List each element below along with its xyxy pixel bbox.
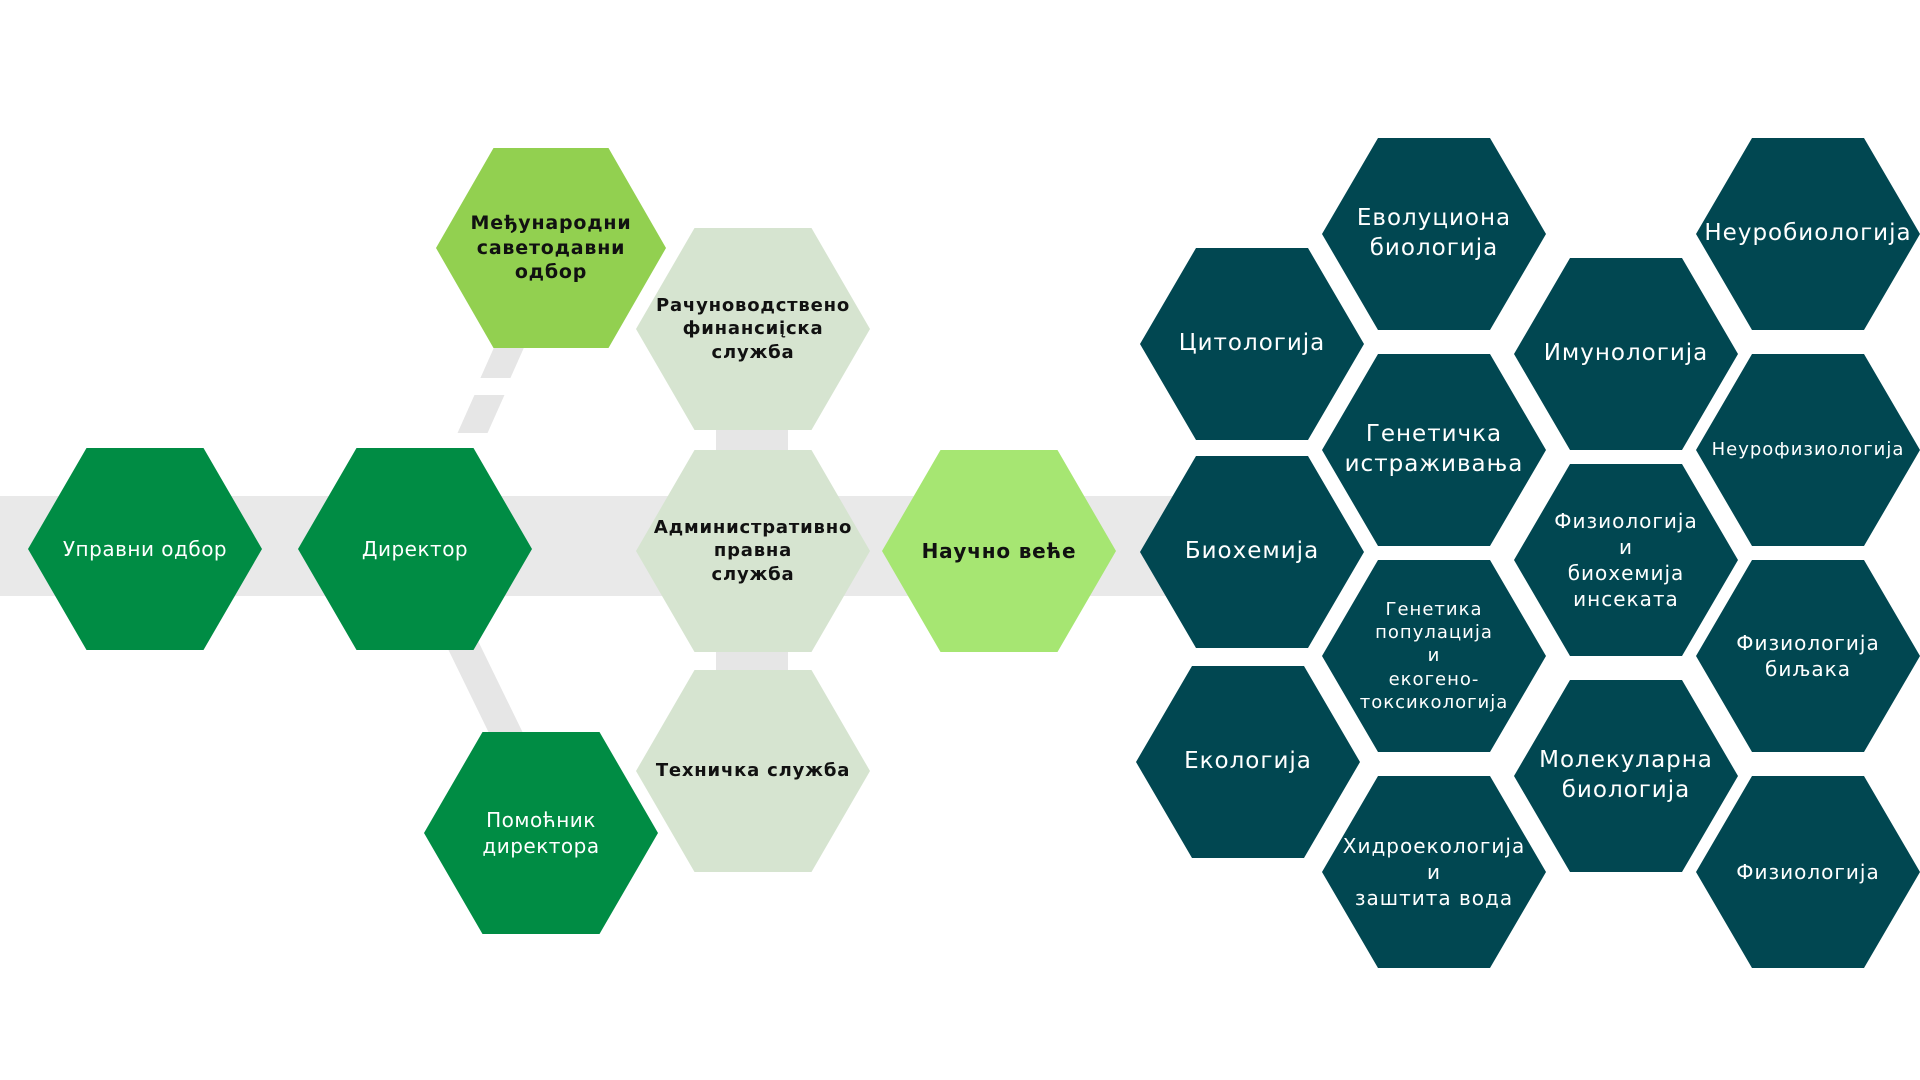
node-direktor[interactable]: Директор [298,448,532,650]
dept-fiziologija-biljaka-label: Физиологија биљака [1736,631,1880,681]
node-direktor-label: Директор [361,537,469,561]
connector-to-assistant [443,640,527,740]
dept-genetika-populacija[interactable]: Генетика популација и екогено- токсиколо… [1322,560,1546,752]
dept-hidroekologija-label: Хидроекологија и заштита вода [1342,834,1526,910]
node-administrativna-sluzba[interactable]: Административно правна служба [636,450,870,652]
dept-imunologija-label: Имунологија [1543,340,1709,367]
dept-fiziologija-biljaka[interactable]: Физиологија биљака [1696,560,1920,752]
node-naucno-vece[interactable]: Научно веће [882,450,1116,652]
dept-fiziologija-insekata[interactable]: Физиологија и биохемија инсеката [1514,464,1738,656]
dept-fiziologija-label: Физиологија [1736,860,1880,884]
node-pomocnik-direktora-label: Помоћник директора [482,808,600,858]
dept-citologija-label: Цитологија [1178,330,1326,357]
dept-ekologija-label: Екологија [1184,748,1312,775]
dept-geneticka-istrazivanja-label: Генетичка истраживања [1344,421,1524,477]
dept-neurofiziologija[interactable]: Неурофизиологија [1696,354,1920,546]
node-racunovodstvena-sluzba-label: Рачуноводствено финансиįска служба [655,294,851,363]
dept-neurofiziologija-label: Неурофизиологија [1711,439,1905,461]
dept-hidroekologija[interactable]: Хидроекологија и заштита вода [1322,776,1546,968]
node-racunovodstvena-sluzba[interactable]: Рачуноводствено финансиįска служба [636,228,870,430]
dept-molekularna-biologija-label: Молекуларна биологија [1539,747,1713,803]
dept-imunologija[interactable]: Имунологија [1514,258,1738,450]
dept-citologija[interactable]: Цитологија [1140,248,1364,440]
node-pomocnik-direktora[interactable]: Помоћник директора [424,732,658,934]
connector-to-council-2 [457,395,505,433]
node-tehnicka-sluzba-label: Техничка служба [655,760,851,782]
dept-neurobiologija-label: Неуробиологија [1704,220,1912,247]
node-medjunarodni-savet-label: Међународни саветодавни одбор [470,211,632,284]
connector-to-council-1 [480,344,526,378]
dept-neurobiologija[interactable]: Неуробиологија [1696,138,1920,330]
node-administrativna-sluzba-label: Административно правна служба [653,516,853,585]
node-naucno-vece-label: Научно веће [921,539,1077,563]
node-upravni-odbor[interactable]: Управни одбор [28,448,262,650]
node-medjunarodni-savet[interactable]: Међународни саветодавни одбор [436,148,666,348]
dept-evoluciona-biologija-label: Еволуциона биологија [1356,205,1512,261]
dept-evoluciona-biologija[interactable]: Еволуциона биологија [1322,138,1546,330]
dept-fiziologija-insekata-label: Физиологија и биохемија инсеката [1554,509,1698,611]
node-tehnicka-sluzba[interactable]: Техничка служба [636,670,870,872]
dept-geneticka-istrazivanja[interactable]: Генетичка истраживања [1322,354,1546,546]
dept-fiziologija[interactable]: Физиологија [1696,776,1920,968]
dept-biohemija-label: Биохемија [1184,538,1320,565]
dept-ekologija[interactable]: Екологија [1136,666,1360,858]
dept-molekularna-biologija[interactable]: Молекуларна биологија [1514,680,1738,872]
dept-biohemija[interactable]: Биохемија [1140,456,1364,648]
dept-genetika-populacija-label: Генетика популација и екогено- токсиколо… [1359,598,1509,714]
node-upravni-odbor-label: Управни одбор [62,537,228,561]
